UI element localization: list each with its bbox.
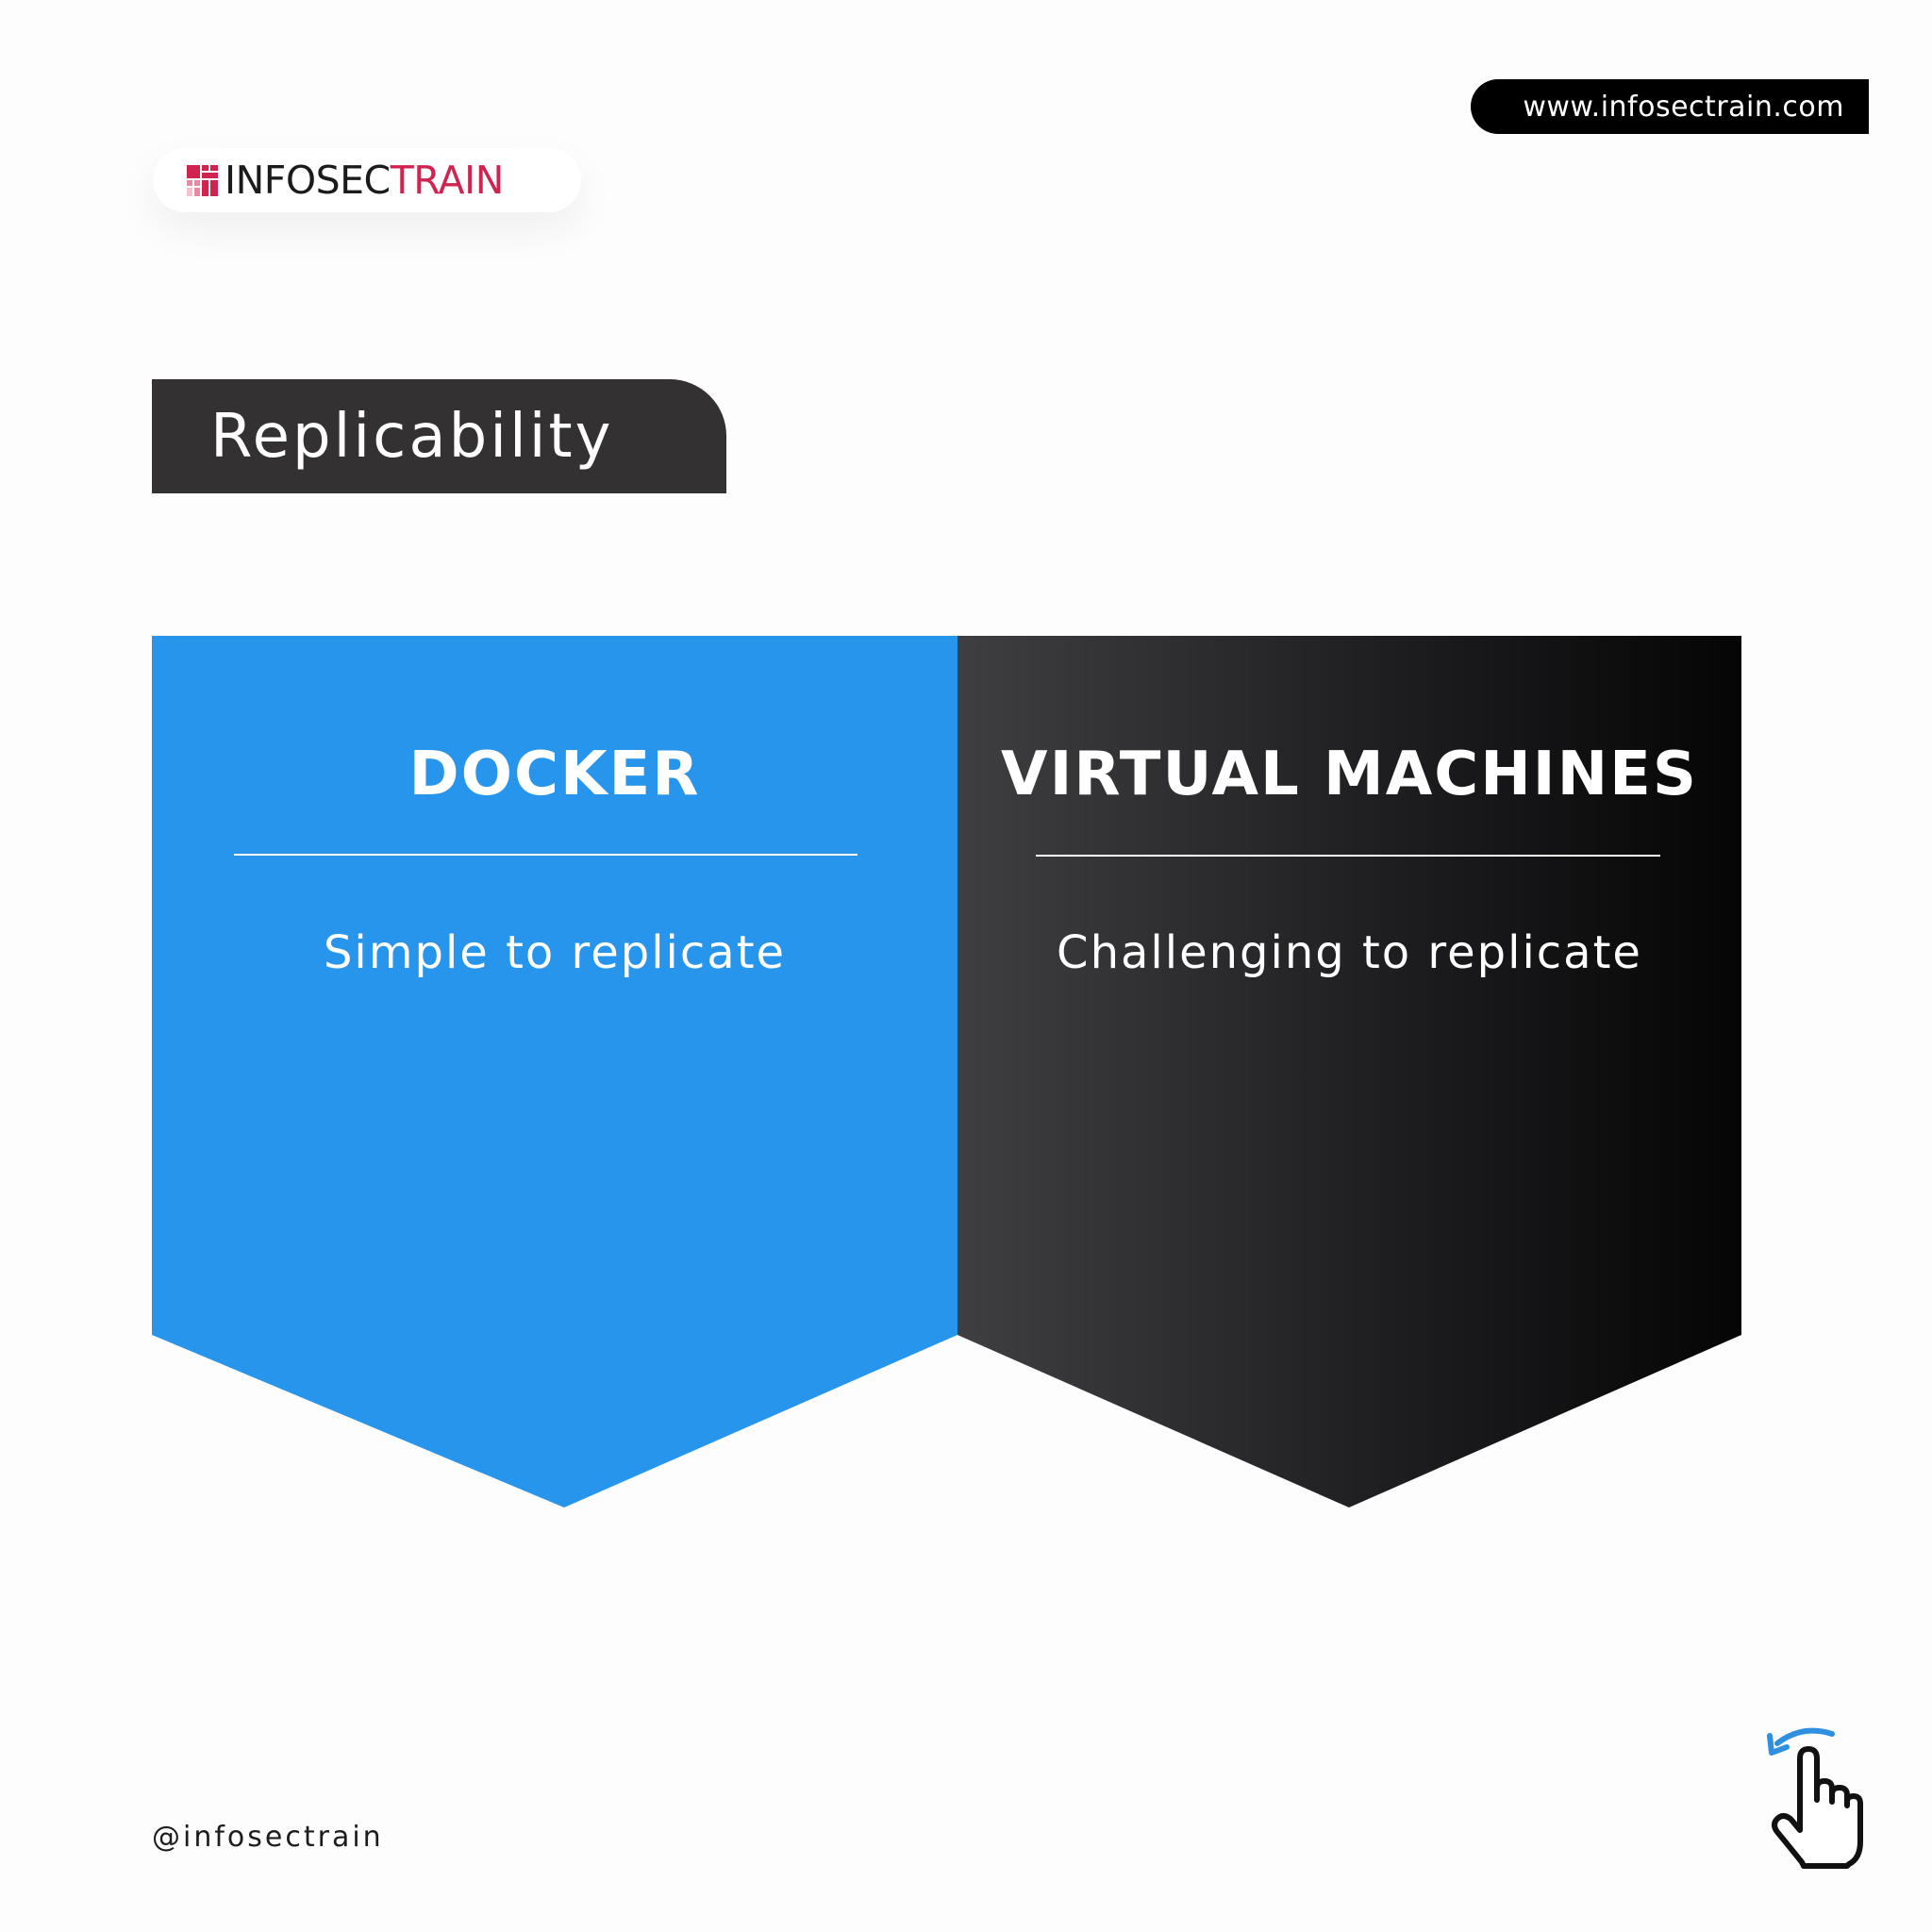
section-title-tab: Replicability — [152, 379, 726, 493]
vm-title: VIRTUAL MACHINES — [1001, 740, 1698, 809]
website-url-text: www.infosectrain.com — [1523, 90, 1844, 124]
docker-title: DOCKER — [408, 740, 701, 809]
logo-text-train: TRAIN — [390, 157, 505, 203]
docker-description: Simple to replicate — [323, 926, 787, 979]
website-url-badge[interactable]: www.infosectrain.com — [1471, 79, 1869, 134]
social-handle[interactable]: @infosectrain — [152, 1821, 384, 1854]
vm-panel — [958, 636, 1741, 1507]
logo-text-infosec: INFOSEC — [225, 157, 391, 203]
logo-grid-icon — [187, 164, 218, 196]
section-title: Replicability — [210, 401, 614, 472]
logo-wordmark: INFOSECTRAIN — [225, 157, 505, 203]
brand-logo: INFOSECTRAIN — [153, 148, 581, 212]
swipe-left-hand-icon[interactable] — [1745, 1721, 1877, 1872]
vm-description: Challenging to replicate — [1057, 926, 1642, 979]
